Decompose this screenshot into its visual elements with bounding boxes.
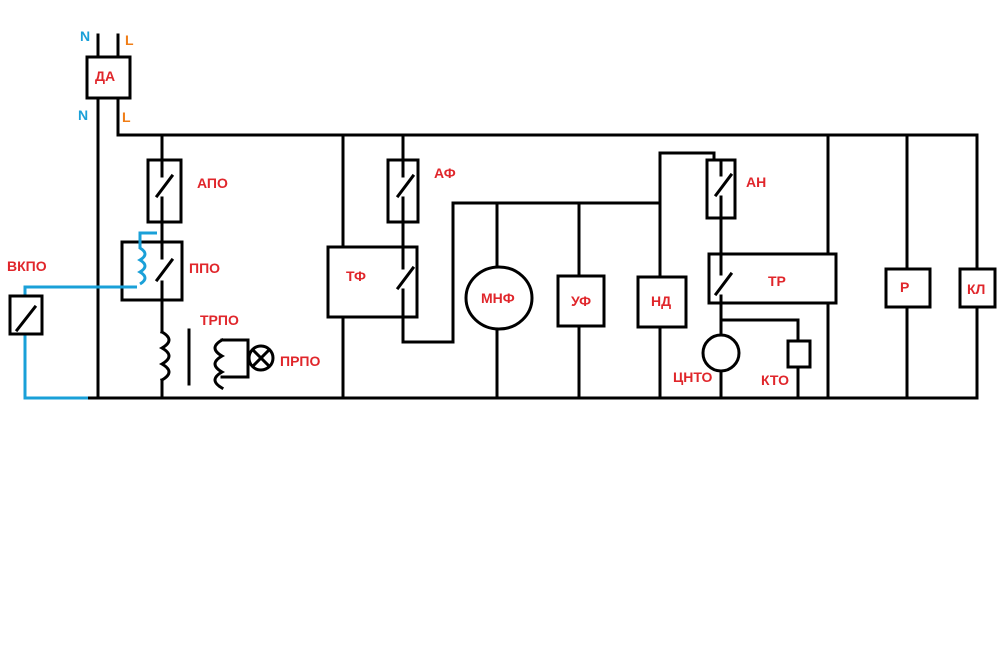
vkpo-switch-box bbox=[8, 294, 44, 336]
label-tr: ТР bbox=[768, 273, 786, 289]
label-da: ДА bbox=[95, 68, 115, 84]
label-an: АН bbox=[746, 174, 766, 190]
uf-box bbox=[556, 274, 606, 328]
da-breaker bbox=[85, 55, 132, 100]
branch-tf bbox=[326, 133, 662, 400]
mnf-motor bbox=[464, 265, 534, 331]
nd-box bbox=[636, 275, 688, 329]
labels: N L ДА N L АПО ППО ВКПО ТРПО ПРПО ТФ АФ … bbox=[7, 28, 985, 388]
label-apo: АПО bbox=[197, 175, 228, 191]
label-af: АФ bbox=[434, 165, 456, 181]
label-ppo: ППО bbox=[189, 260, 220, 276]
tr-box bbox=[707, 252, 838, 305]
kto-box bbox=[786, 339, 812, 369]
label-kto: КТО bbox=[761, 372, 789, 388]
supply-wiring bbox=[85, 33, 979, 400]
label-prpo: ПРПО bbox=[280, 353, 320, 369]
label-n-bottom: N bbox=[78, 107, 88, 123]
label-nd: НД bbox=[651, 293, 671, 309]
trpo-secondary bbox=[213, 337, 226, 391]
kl-box bbox=[958, 267, 997, 309]
apo-switch-box bbox=[146, 158, 183, 224]
branch-r-kl bbox=[884, 133, 997, 400]
trpo-coil bbox=[158, 329, 171, 383]
label-tsnto: ЦНТО bbox=[673, 369, 713, 385]
label-l-top: L bbox=[125, 32, 134, 48]
label-trpo: ТРПО bbox=[200, 312, 239, 328]
vkpo-wiring bbox=[8, 231, 157, 400]
label-uf: УФ bbox=[571, 293, 591, 309]
label-vkpo: ВКПО bbox=[7, 258, 47, 274]
prpo-lamp-icon bbox=[247, 344, 275, 372]
label-kl: КЛ bbox=[967, 281, 985, 297]
tsnto-coil bbox=[701, 333, 741, 373]
label-n-top: N bbox=[80, 28, 90, 44]
branch-apo bbox=[120, 133, 275, 400]
label-tf: ТФ bbox=[346, 268, 366, 284]
branch-tr bbox=[636, 133, 838, 400]
ppo-relay-box bbox=[120, 240, 184, 302]
label-mnf: МНФ bbox=[481, 290, 515, 306]
label-r: Р bbox=[900, 279, 909, 295]
label-l-bottom: L bbox=[122, 109, 131, 125]
